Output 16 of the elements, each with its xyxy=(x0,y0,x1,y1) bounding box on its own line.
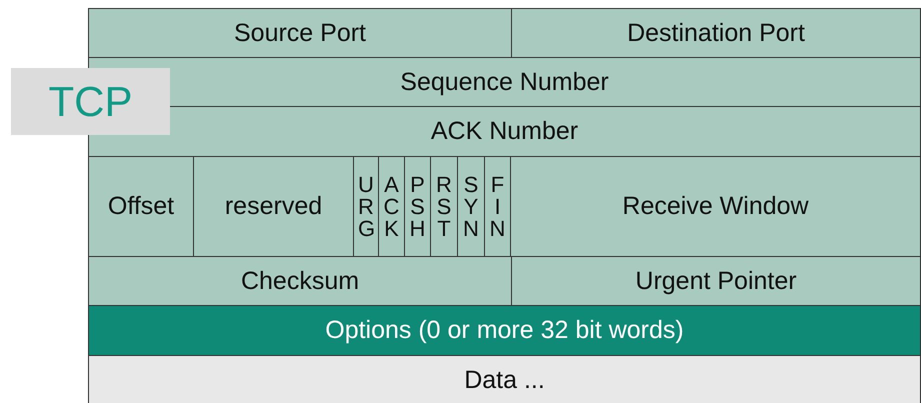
flag-field: ACK xyxy=(378,156,405,257)
header-field: Checksum xyxy=(88,256,512,306)
data-field: Data ... xyxy=(88,355,921,403)
flag-field: PSH xyxy=(404,156,431,257)
flag-field: SYN xyxy=(457,156,485,257)
header-field: Urgent Pointer xyxy=(511,256,921,306)
header-field: Receive Window xyxy=(510,156,921,257)
options-field: Options (0 or more 32 bit words) xyxy=(88,305,921,356)
flag-field: RST xyxy=(430,156,458,257)
flag-field: FIN xyxy=(484,156,511,257)
header-field: Source Port xyxy=(88,8,512,58)
protocol-label: TCP xyxy=(11,68,170,135)
flag-field: URG xyxy=(353,156,379,257)
header-field: Offset xyxy=(88,156,194,257)
header-field: Destination Port xyxy=(511,8,921,58)
header-field: reserved xyxy=(193,156,354,257)
